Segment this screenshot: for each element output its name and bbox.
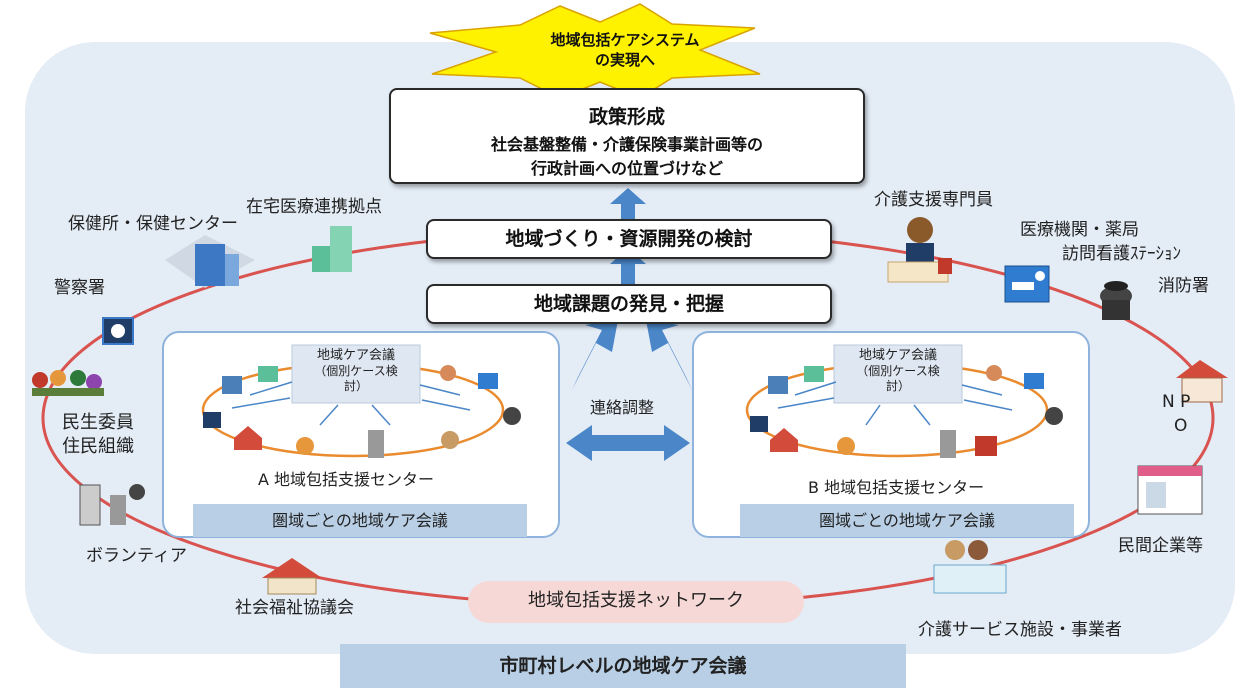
label-care-service-facility: 介護サービス施設・事業者	[918, 620, 1122, 640]
label-visiting-nurse-station: 訪問看護ｽﾃｰｼｮﾝ	[1062, 244, 1181, 264]
mini-house-icon	[234, 426, 262, 450]
center-b-meeting-line3: 討）	[885, 379, 910, 394]
issue-discovery-label: 地域課題の発見・把握	[533, 293, 724, 315]
center-a-panel	[162, 331, 560, 538]
center-b-meeting-line2: （個別ケース検	[856, 364, 940, 379]
resource-development-label: 地域づくり・資源開発の検討	[505, 228, 753, 250]
mini-clinic-icon	[804, 366, 824, 382]
policy-formation-box: 政策形成 社会基盤整備・介護保険事業計画等の 行政計画への位置づけなど	[389, 88, 865, 184]
mini-residents-icon	[837, 437, 855, 455]
label-medical-institution: 医療機関・薬局	[1020, 220, 1139, 240]
label-npo-line2: O	[1174, 416, 1188, 436]
label-health-center: 保健所・保健センター	[68, 214, 238, 234]
center-b-meeting-box	[833, 344, 963, 404]
policy-title: 政策形成	[588, 106, 665, 128]
issue-discovery-box: 地域課題の発見・把握	[426, 284, 832, 324]
label-welfare-commissioner: 民生委員	[62, 412, 134, 433]
center-a-area-meeting-bar: 圏域ごとの地域ケア会議	[193, 504, 527, 537]
starburst-shape	[429, 3, 761, 99]
mini-clinic-icon	[258, 366, 278, 382]
network-label: 地域包括支援ネットワーク	[528, 590, 744, 611]
label-residents-org: 住民組織	[62, 436, 134, 457]
mini-volunteer-icon	[940, 430, 956, 458]
label-private-company: 民間企業等	[1118, 536, 1203, 556]
policy-line3: 行政計画への位置づけなど	[530, 159, 723, 178]
mini-care-facility-icon	[441, 431, 459, 449]
center-b-area-meeting-label: 圏域ごとの地域ケア会議	[819, 511, 995, 530]
residents-group-icon	[32, 370, 104, 396]
mini-fireman-icon	[1045, 407, 1063, 425]
label-npo-line1: N P	[1162, 392, 1191, 412]
label-social-welfare-council: 社会福祉協議会	[235, 598, 354, 618]
center-b-panel	[692, 331, 1090, 538]
health-center-icon	[165, 235, 255, 288]
mini-volunteer-icon	[368, 430, 384, 458]
center-a-area-meeting-label: 圏域ごとの地域ケア会議	[272, 511, 448, 530]
label-fire-station: 消防署	[1158, 276, 1209, 296]
center-a-meeting-line1: 地域ケア会議	[316, 348, 395, 363]
starburst-text: 地域包括ケアシステム の実現へ	[470, 30, 780, 71]
center-a-meeting-label: 地域ケア会議 （個別ケース検 討）	[292, 348, 420, 394]
care-facility-icon	[933, 540, 1007, 594]
municipal-meeting-label: 市町村レベルの地域ケア会議	[499, 655, 747, 677]
mini-house-icon	[770, 428, 798, 452]
mini-building-icon	[222, 376, 242, 394]
mini-shop-icon	[975, 436, 997, 456]
center-a-name: A 地域包括支援センター	[258, 470, 435, 489]
resource-development-box: 地域づくり・資源開発の検討	[426, 219, 832, 259]
policy-line2: 社会基盤整備・介護保険事業計画等の	[490, 135, 763, 154]
label-care-manager: 介護支援専門員	[874, 190, 993, 210]
mini-caremanager-icon	[986, 365, 1002, 381]
care-manager-icon	[887, 217, 952, 283]
center-b-name: B 地域包括支援センター	[808, 478, 985, 497]
mini-caremanager-icon	[440, 365, 456, 381]
center-a-small-arrows	[231, 381, 471, 426]
center-a-meeting-line2: （個別ケース検	[314, 364, 398, 379]
liaison-label: 連絡調整	[590, 398, 655, 417]
liaison-double-arrow	[566, 425, 690, 461]
mini-building-icon	[768, 376, 788, 394]
label-volunteer: ボランティア	[86, 546, 187, 566]
mini-medical-icon	[478, 373, 498, 389]
fire-station-icon	[1100, 281, 1132, 320]
starburst-line2: の実現へ	[594, 51, 655, 70]
center-a-ring-icons	[203, 365, 521, 458]
mini-residents-icon	[296, 437, 314, 455]
police-station-icon	[102, 317, 134, 345]
mini-fireman-icon	[503, 407, 521, 425]
diagonal-arrow-left	[572, 320, 618, 390]
mini-medical-icon	[1024, 373, 1044, 389]
diagonal-arrow-right	[646, 320, 692, 390]
mini-police-icon	[750, 416, 768, 432]
center-b-meeting-label: 地域ケア会議 （個別ケース検 討）	[834, 348, 962, 394]
center-b-ring-icons	[750, 365, 1063, 458]
npo-house-icon	[1176, 360, 1228, 403]
municipal-meeting-bar: 市町村レベルの地域ケア会議	[340, 644, 906, 688]
up-arrow-upper	[610, 188, 646, 222]
private-company-icon	[1137, 465, 1203, 515]
starburst-line1: 地域包括ケアシステム	[550, 31, 700, 49]
network-pill	[468, 581, 804, 623]
label-home-medical-base: 在宅医療連携拠点	[246, 197, 382, 217]
center-a-meeting-box	[291, 344, 421, 404]
social-welfare-council-icon	[262, 558, 322, 595]
center-b-small-arrows	[777, 381, 1013, 426]
home-medical-base-icon	[312, 226, 352, 272]
label-police-station: 警察署	[54, 278, 105, 298]
center-b-area-meeting-bar: 圏域ごとの地域ケア会議	[740, 504, 1074, 537]
center-a-meeting-line3: 討）	[343, 379, 368, 394]
volunteer-icon	[79, 484, 145, 526]
medical-institution-icon	[1004, 265, 1050, 303]
mini-police-icon	[203, 412, 221, 428]
center-b-meeting-line1: 地域ケア会議	[858, 348, 937, 363]
